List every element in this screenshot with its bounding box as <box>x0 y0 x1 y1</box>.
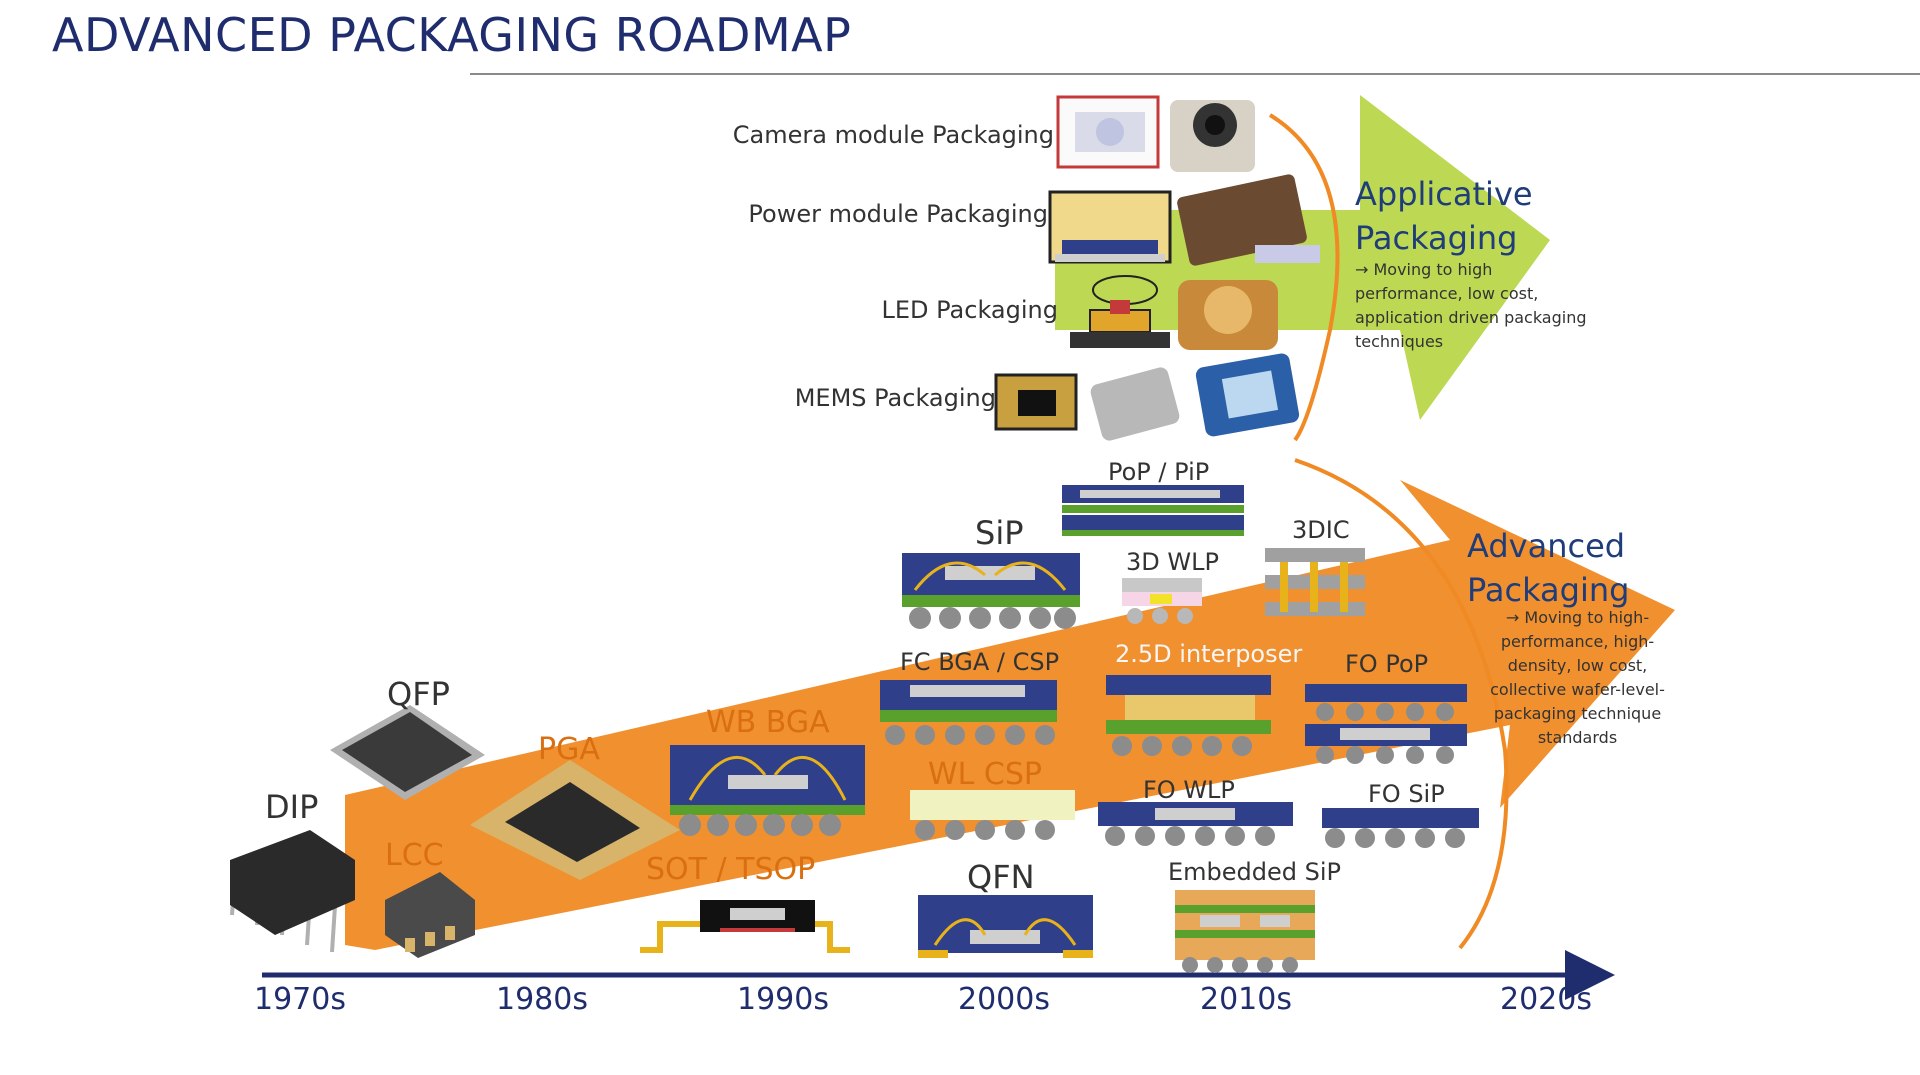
qfp-label: QFP <box>387 675 450 713</box>
advanced-title-line2: Packaging <box>1467 571 1630 609</box>
era-1990s: 1990s <box>737 982 829 1017</box>
wlp-3d-diagram <box>1122 578 1202 624</box>
pga-label: PGA <box>538 732 600 767</box>
mems-label: MEMS Packaging <box>794 384 996 412</box>
led-photo <box>1178 280 1278 350</box>
mems-photo-1 <box>1090 367 1180 441</box>
qfp-chip <box>330 705 485 800</box>
camera-module-photo <box>1170 100 1255 172</box>
lcc-label: LCC <box>385 838 444 873</box>
era-1980s: 1980s <box>496 982 588 1017</box>
dip-label: DIP <box>265 788 319 826</box>
sip-label: SiP <box>975 514 1024 552</box>
pop-pip-diagram <box>1062 485 1244 536</box>
qfn-diagram <box>918 895 1093 958</box>
fo-wlp-diagram <box>1098 802 1293 846</box>
fo-wlp-label: FO WLP <box>1143 776 1235 804</box>
fo-sip-diagram <box>1322 808 1479 848</box>
wb-bga-label: WB BGA <box>706 705 830 740</box>
applicative-title-line1: Applicative <box>1355 175 1533 213</box>
led-label: LED Packaging <box>881 296 1058 324</box>
mems-photo-2 <box>1195 353 1300 437</box>
embedded-sip-diagram <box>1175 890 1315 973</box>
power-module-diagram <box>1048 190 1172 264</box>
divider-curve-lower <box>1294 458 1509 950</box>
sot-tsop-label: SOT / TSOP <box>646 852 816 887</box>
mems-diagram <box>994 373 1078 431</box>
fc-bga-diagram <box>880 680 1057 745</box>
dic-3d-label: 3DIC <box>1292 516 1350 544</box>
wb-bga-diagram <box>670 745 865 836</box>
wl-csp-label: WL CSP <box>928 757 1042 792</box>
era-2010s: 2010s <box>1200 982 1292 1017</box>
applicative-title-line2: Packaging <box>1355 219 1518 257</box>
page-title: ADVANCED PACKAGING ROADMAP <box>52 8 852 62</box>
era-2020s: 2020s <box>1500 982 1592 1017</box>
wlp-3d-label: 3D WLP <box>1126 548 1219 576</box>
embedded-sip-label: Embedded SiP <box>1168 858 1342 886</box>
wl-csp-diagram <box>910 790 1075 840</box>
dic-3d-diagram <box>1265 548 1365 616</box>
pga-chip <box>470 760 680 880</box>
interposer-label: 2.5D interposer <box>1115 640 1303 668</box>
fo-pop-diagram <box>1305 684 1467 764</box>
qfn-label: QFN <box>967 858 1035 896</box>
era-1970s: 1970s <box>254 982 346 1017</box>
fo-pop-label: FO PoP <box>1345 650 1429 678</box>
lcc-chip <box>385 872 475 958</box>
advanced-description: → Moving to high-performance, high-densi… <box>1490 608 1665 747</box>
camera-module-label: Camera module Packaging <box>732 121 1054 149</box>
interposer-diagram <box>1106 675 1271 756</box>
camera-module-diagram <box>1056 95 1160 169</box>
power-module-photo <box>1177 174 1320 266</box>
power-module-label: Power module Packaging <box>748 200 1048 228</box>
era-2000s: 2000s <box>958 982 1050 1017</box>
advanced-title-line1: Advanced <box>1467 527 1626 565</box>
pop-pip-label: PoP / PiP <box>1108 458 1210 486</box>
sip-diagram <box>902 553 1080 629</box>
led-diagram <box>1070 275 1170 348</box>
applicative-description: → Moving to high performance, low cost, … <box>1355 260 1587 351</box>
divider-curve-upper <box>1268 113 1340 442</box>
fc-bga-label: FC BGA / CSP <box>900 648 1060 676</box>
dip-chip <box>230 830 355 953</box>
sot-tsop-diagram <box>640 900 850 953</box>
fo-sip-label: FO SiP <box>1368 780 1445 808</box>
